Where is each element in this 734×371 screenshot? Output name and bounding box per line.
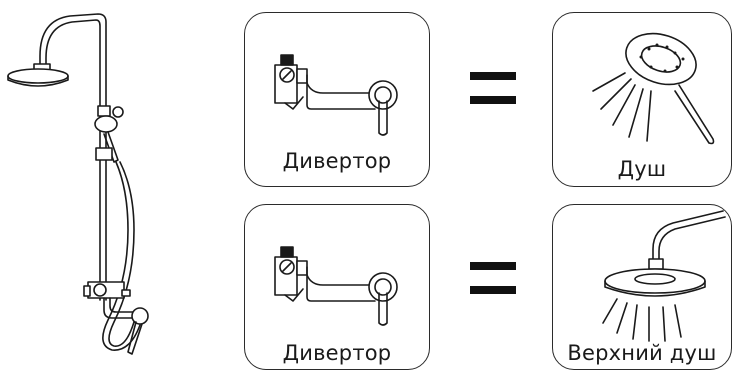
diverter-label: Дивертор [282, 149, 392, 173]
shower-column-icon [7, 13, 149, 355]
hand-shower-icon [592, 32, 715, 145]
hand-shower-label: Душ [617, 157, 667, 181]
overhead-shower-label: Верхний душ [567, 341, 717, 365]
overhead-shower-card: Верхний душ [552, 204, 732, 370]
diverter-card-bottom: Дивертор [244, 204, 430, 370]
diverter-mixer-icon [274, 54, 398, 136]
diverter-card-top: Дивертор [244, 12, 430, 187]
overhead-shower-icon [602, 210, 726, 342]
equals-icon [470, 72, 516, 108]
equals-icon [470, 262, 516, 298]
hand-shower-card: Душ [552, 12, 732, 187]
diverter-mixer-icon [274, 246, 398, 326]
diverter-label: Дивертор [282, 341, 392, 365]
